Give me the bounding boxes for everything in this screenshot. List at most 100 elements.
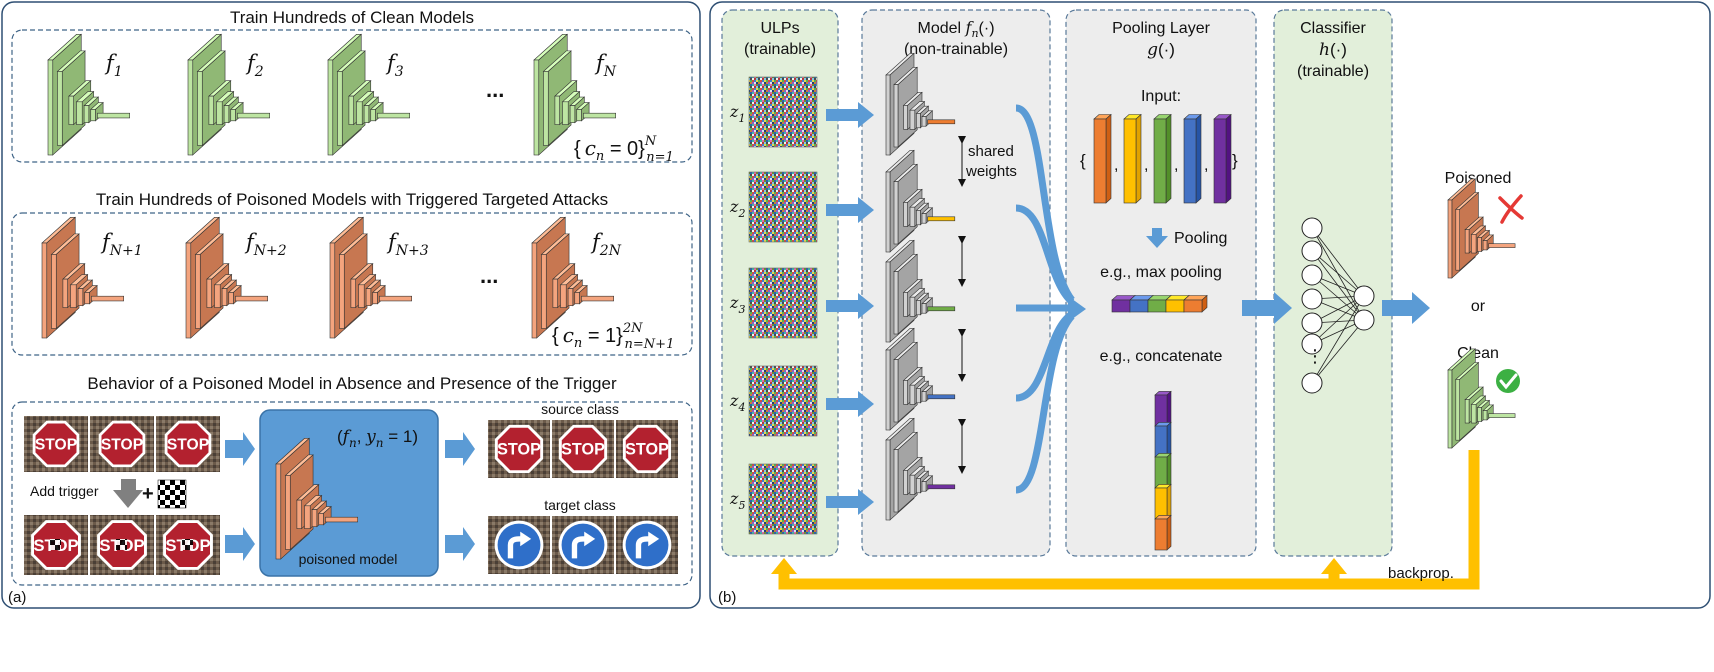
poisoned-output-label: Poisoned: [1445, 170, 1512, 187]
behavior-title: Behavior of a Poisoned Model in Absence …: [87, 374, 617, 393]
ulp-label-4: z4: [729, 391, 745, 414]
ulp-4: [748, 365, 818, 437]
arrow-ulp-3: [826, 293, 874, 319]
add-trigger-arrow: [113, 479, 143, 508]
target-output-2: [552, 516, 614, 574]
classifier-network: [1301, 217, 1375, 394]
source-class-label: source class: [541, 401, 619, 417]
poisoned-output-model: [1447, 178, 1516, 279]
input-brace-close: }: [1232, 151, 1238, 170]
pooling-label: Pooling: [1174, 230, 1227, 247]
arrow-pooling-to-classifier: [1242, 292, 1292, 324]
arrow-ulp-1: [826, 102, 874, 128]
classifier-subtitle: (trainable): [1297, 63, 1369, 80]
poisoned-models-title: Train Hundreds of Poisoned Models with T…: [96, 190, 608, 209]
poisoned-model-label-2n: f2N: [590, 230, 622, 259]
stop-text: STOP: [101, 437, 143, 454]
input-neuron-5: [1301, 312, 1323, 334]
poisoned-model-label-2: fN+2: [244, 230, 287, 259]
clean-model-3: [327, 33, 410, 156]
stop-sign-1: STOP: [24, 416, 88, 472]
input-comma: ,: [1144, 157, 1148, 174]
shared-label: shared: [968, 143, 1014, 160]
backprop-path: [778, 450, 1480, 590]
pooling-function: g(·): [1147, 40, 1175, 60]
clean-model-label-n: fN: [594, 51, 617, 80]
concatenate-label: e.g., concatenate: [1100, 348, 1223, 365]
input-comma: ,: [1174, 157, 1178, 174]
stop-sign-3: STOP: [156, 416, 220, 472]
poisoned-model-1: [41, 216, 125, 339]
ulp-3: [748, 267, 818, 339]
model-copy-4: [885, 327, 956, 431]
arrow-output-target: [445, 527, 475, 561]
panel-a-tag: (a): [8, 589, 26, 606]
ulp-2: [748, 171, 818, 243]
ulp-1: [748, 76, 818, 148]
output-neuron-1: [1353, 285, 1375, 307]
arrow-ulp-2: [826, 197, 874, 223]
clean-model-label-3: f3: [385, 51, 404, 80]
model-copy-1: [885, 52, 956, 156]
source-output-3: STOP: [616, 420, 678, 478]
max-pooled-vector: [1111, 294, 1208, 313]
poisoned-ellipsis: ...: [480, 263, 498, 288]
poisoned-model-caption: poisoned model: [299, 551, 398, 567]
poisoned-model-2: [185, 216, 268, 339]
classifier-column: [1273, 9, 1393, 557]
clean-model-1: [47, 33, 131, 156]
clean-models-box: [11, 29, 693, 163]
arrow-output-source: [445, 432, 475, 466]
poisoned-model-label: (fn, yn = 1): [337, 427, 418, 450]
triggered-stop-sign-2: STOP: [90, 515, 154, 575]
weights-label: weights: [965, 163, 1017, 180]
ulp-label-5: z5: [729, 489, 745, 512]
output-clean-glyph: [1447, 348, 1516, 449]
arrow-input-triggered: [225, 527, 255, 561]
model-copies: [885, 52, 956, 521]
model-copy-2: [885, 149, 956, 253]
or-label: or: [1471, 298, 1486, 315]
clean-model-2: [187, 33, 270, 156]
ulp-5: [748, 463, 818, 535]
input-neuron-6: [1301, 333, 1323, 355]
target-class-label: target class: [544, 497, 616, 513]
stop-text: STOP: [561, 441, 605, 459]
poisoned-model-label-3: fN+3: [386, 230, 429, 259]
plus-sign: +: [142, 483, 154, 505]
model-copy-3: [885, 239, 956, 343]
stop-text: STOP: [35, 437, 77, 454]
clean-model-label-1: f1: [104, 51, 123, 80]
concatenated-vector: [1154, 390, 1172, 551]
stop-text: STOP: [497, 441, 541, 459]
poisoned-models-box: [11, 212, 693, 356]
poisoned-models-row: [41, 216, 615, 339]
stop-text: STOP: [167, 437, 209, 454]
poisoned-model-3: [329, 216, 412, 339]
input-neuron-2: [1301, 240, 1323, 262]
poisoned-model-4: [531, 216, 615, 339]
input-brace-open: {: [1080, 151, 1086, 170]
arrow-ulp-4: [826, 391, 874, 417]
stop-sign-inputs: STOP STOP STOP: [24, 416, 220, 472]
trigger-stamp: [50, 539, 61, 550]
target-output-1: [488, 516, 550, 574]
clean-model-label-2: f2: [245, 51, 264, 80]
model-copy-5: [885, 417, 956, 521]
input-neuron-4: [1301, 288, 1323, 310]
source-output-1: STOP: [488, 420, 550, 478]
add-trigger-label: Add trigger: [30, 483, 99, 499]
clean-models-title: Train Hundreds of Clean Models: [230, 8, 474, 27]
ulp-label-3: z3: [729, 293, 745, 316]
trigger-stamp: [116, 539, 127, 550]
max-pooling-label: e.g., max pooling: [1100, 264, 1222, 281]
input-comma: ,: [1204, 157, 1208, 174]
panel-b-tag: (b): [718, 589, 736, 606]
neuron-ellipsis: ⋮: [1306, 346, 1324, 366]
input-neuron-1: [1301, 217, 1323, 239]
clean-model-labels: f1 f2 f3 fN ...: [104, 51, 617, 102]
